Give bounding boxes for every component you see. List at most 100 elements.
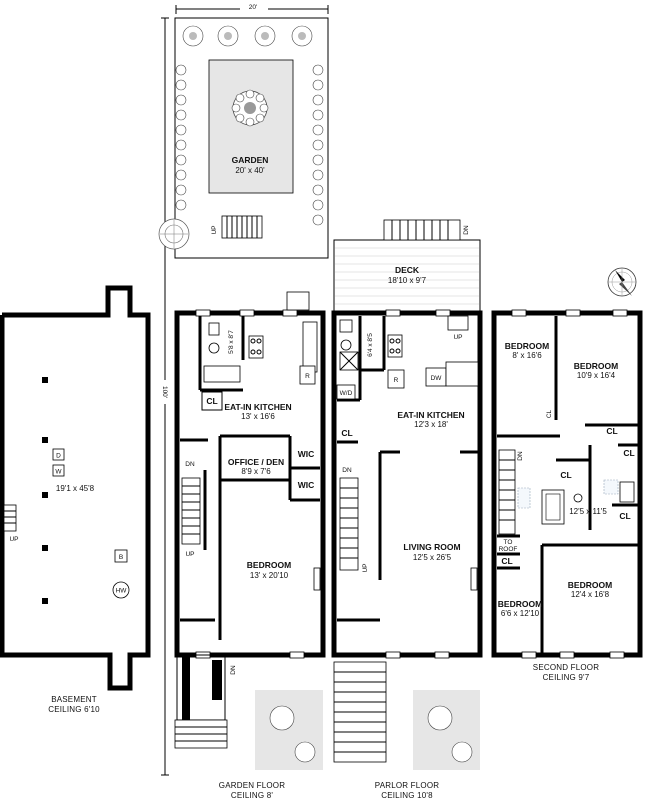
second-bath-dims: 12'5 x 11'5 (569, 507, 607, 516)
second-cl-6: CL (501, 556, 512, 566)
garden-wic-2: WIC (298, 480, 315, 490)
second-cl-2: CL (606, 426, 617, 436)
parlor-up-2: UP (362, 563, 369, 572)
second-cl-5: CL (619, 511, 630, 521)
parlor-wd: W/D (340, 390, 353, 397)
parlor-dishwasher: DW (425, 367, 447, 387)
basement-dims: 19'1 x 45'8 (56, 484, 95, 493)
garden-bath-dims: 5'8 x 8'7 (228, 330, 235, 354)
garden-up: UP (185, 551, 194, 558)
washer: W (52, 464, 65, 477)
depth-dimension: 100' (156, 17, 170, 776)
garden-planter (231, 89, 269, 127)
parlor-kitchen-dims: 12'3 x 18' (414, 420, 448, 429)
boiler-label: B (119, 554, 123, 561)
garden-kitchen-dims: 13' x 16'6 (241, 412, 275, 421)
garden-name: GARDEN (232, 155, 269, 165)
basement-stair: UP (3, 504, 19, 543)
basement-ceiling: CEILING 6'10 (48, 705, 100, 714)
parlor-deck: DN DECK 18'10 x 9'7 (333, 219, 481, 313)
second-bedroom1-name: BEDROOM (505, 341, 549, 351)
width-dimension: 20' (175, 1, 329, 14)
parlor-r: R (394, 377, 399, 384)
boiler: B (114, 549, 128, 563)
garden-closet: CL (201, 391, 223, 411)
garden-floor-caption: GARDEN FLOOR (219, 781, 285, 790)
garden-yard: GARDEN 20' x 40' UP (158, 17, 329, 259)
second-bedroom2-name: BEDROOM (574, 361, 618, 371)
second-bedroom4-name: BEDROOM (498, 599, 542, 609)
parlor-floor: DN DECK 18'10 x 9'7 UP 6'4 x 8'5 (331, 219, 483, 800)
second-floor: BEDROOM 8' x 16'6 BEDROOM 10'9 x 16'4 CL… (491, 309, 643, 682)
compass-icon (607, 267, 637, 297)
garden-r: R (305, 373, 310, 380)
garden-dims: 20' x 40' (235, 166, 265, 175)
garden-wic-1: WIC (298, 449, 315, 459)
second-bedroom3-dims: 12'4 x 16'8 (571, 590, 610, 599)
garden-stair-up: UP (211, 225, 218, 234)
parlor-washer-dryer: W/D (336, 384, 356, 400)
living-room-name: LIVING ROOM (403, 542, 460, 552)
second-cl-1: CL (546, 409, 553, 418)
garden-interior-stair: DN UP (181, 461, 201, 558)
dryer: D (52, 448, 65, 461)
garden-floor-ceiling: CEILING 8' (231, 791, 273, 800)
second-bath: 12'5 x 11'5 (517, 479, 619, 525)
parlor-cl: CL (341, 428, 352, 438)
corner-tree (158, 218, 190, 250)
basement-columns (42, 377, 48, 604)
hw-label: HW (116, 588, 128, 595)
to-roof-1: TO (504, 539, 513, 546)
hedge-left (175, 64, 187, 211)
garden-bedroom-name: BEDROOM (247, 560, 291, 570)
garden-floor: 5'8 x 8'7 CL R EAT-IN KITCHEN 13' x 16'6… (174, 291, 326, 800)
deck-dn: DN (463, 225, 470, 235)
second-floor-caption: SECOND FLOOR (533, 663, 599, 672)
parlor-closet: CL (337, 428, 358, 444)
parlor-back-stair: UP (447, 315, 469, 341)
garden-cl: CL (206, 396, 217, 406)
dryer-label: D (56, 453, 61, 460)
width-label: 20' (249, 4, 257, 11)
hedge-right (312, 64, 324, 226)
deck-name: DECK (395, 265, 420, 275)
parlor-stoop (333, 661, 387, 763)
living-room-dims: 12'5 x 26'5 (413, 553, 452, 562)
second-stair: DN (498, 449, 524, 535)
tree-row-top (182, 25, 313, 47)
parlor-floor-ceiling: CEILING 10'8 (381, 791, 433, 800)
parlor-fridge: R (387, 369, 405, 389)
depth-label: 100' (161, 386, 168, 398)
parlor-bath: 6'4 x 8'5 (337, 316, 386, 402)
second-bedroom4-dims: 6'6 x 12'10 (501, 609, 540, 618)
parlor-dw: DW (431, 375, 443, 382)
basement-caption: BASEMENT (51, 695, 97, 704)
garden-fridge: R (299, 365, 316, 385)
parlor-range (387, 334, 403, 358)
parlor-dn: DN (342, 467, 352, 474)
to-roof-2: ROOF (499, 546, 518, 553)
garden-bedroom-dims: 13' x 20'10 (250, 571, 289, 580)
parlor-kitchen-name: EAT-IN KITCHEN (397, 410, 464, 420)
garden-dn: DN (185, 461, 195, 468)
second-bedroom1-dims: 8' x 16'6 (512, 351, 542, 360)
parlor-up: UP (453, 334, 462, 341)
parlor-floor-caption: PARLOR FLOOR (375, 781, 440, 790)
garden-back-stair: UP (211, 215, 263, 239)
second-dn: DN (517, 451, 524, 461)
parlor-bath-dims: 6'4 x 8'5 (367, 333, 374, 357)
office-dims: 8'9 x 7'6 (241, 467, 271, 476)
basement-floor: UP D W 19'1 x 45'8 B HW BASEMENT CEILING… (0, 285, 151, 714)
second-cl-4: CL (623, 448, 634, 458)
deck-dims: 18'10 x 9'7 (388, 276, 427, 285)
garden-range (248, 335, 264, 359)
second-bedroom3-name: BEDROOM (568, 580, 612, 590)
basement-up: UP (9, 536, 18, 543)
second-floor-ceiling: CEILING 9'7 (543, 673, 590, 682)
hot-water-heater: HW (112, 581, 130, 599)
garden-front-dn: DN (230, 665, 237, 675)
office-name: OFFICE / DEN (228, 457, 284, 467)
second-bedroom2-dims: 10'9 x 16'4 (577, 371, 616, 380)
garden-kitchen-name: EAT-IN KITCHEN (224, 402, 291, 412)
